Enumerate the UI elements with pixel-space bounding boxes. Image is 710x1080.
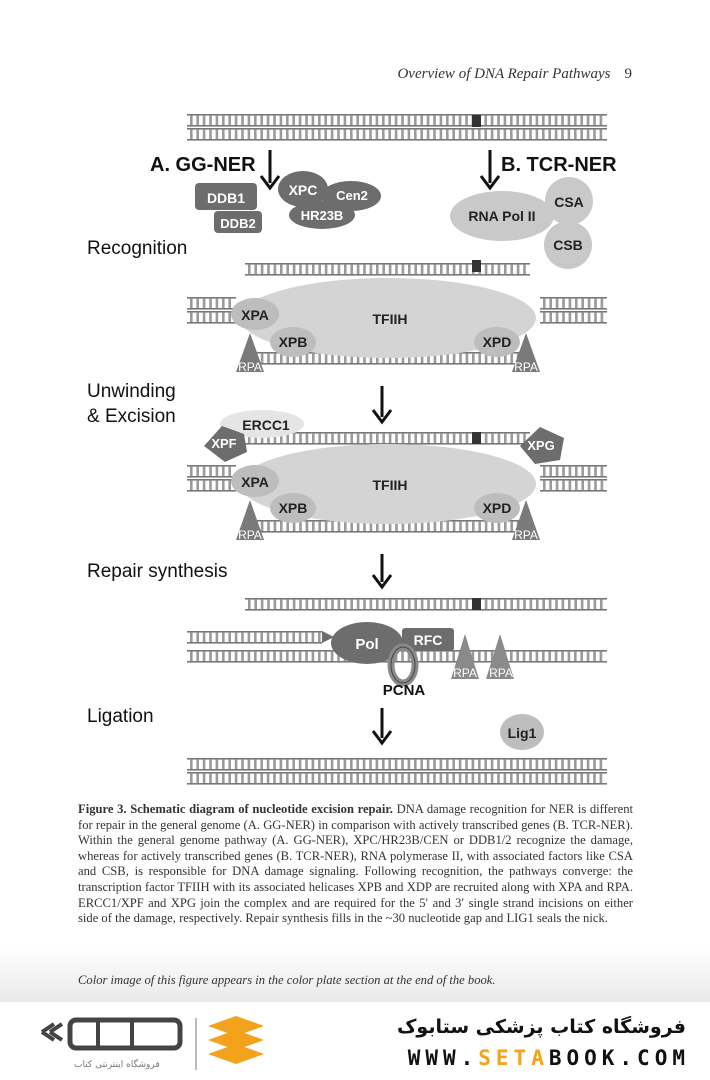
- setabook-logo: [40, 1016, 264, 1070]
- logo-subtitle: فروشگاه اینترنتی کتاب: [74, 1060, 160, 1070]
- ner-diagram: A. GG-NER B. TCR-NER DDB1 DDB2 XPC Cen2 …: [87, 114, 617, 785]
- xpa-label-2: XPA: [241, 474, 269, 490]
- pcna-label: PCNA: [383, 682, 426, 699]
- url-accent: SETA: [478, 1046, 549, 1070]
- dna-4-upper: [245, 598, 607, 611]
- page-fade: [0, 948, 710, 1004]
- xpg-label: XPG: [527, 438, 554, 453]
- damage-marker-2: [472, 260, 481, 272]
- xpd-label-1: XPD: [483, 334, 512, 350]
- page-number: 9: [624, 66, 633, 82]
- tfiih-label-1: TFIIH: [373, 311, 408, 327]
- dna-2-right-top: [540, 297, 607, 310]
- damage-marker-1: [472, 115, 481, 127]
- url-post: BOOK.COM: [548, 1046, 690, 1070]
- rfc-label: RFC: [414, 632, 443, 648]
- footer-banner: فروشگاه اینترنتی کتاب فروشگاه کتاب پزشکی…: [0, 1002, 710, 1080]
- xpa-label-1: XPA: [241, 307, 269, 323]
- pol-label: Pol: [355, 636, 378, 653]
- stage-repair-synthesis: Repair synthesis: [87, 561, 227, 582]
- ercc1-xpf: ERCC1 XPF: [204, 410, 304, 462]
- persian-store-title: فروشگاه کتاب پزشکی ستابوک: [396, 1016, 686, 1038]
- rpa-label-3b: RPA: [489, 666, 513, 680]
- ercc1-label: ERCC1: [242, 417, 290, 433]
- xpf-label: XPF: [211, 436, 236, 451]
- rpa-label-1a: RPA: [238, 360, 262, 374]
- pathway-b-label: B. TCR-NER: [501, 154, 617, 176]
- arrow-gg: [259, 150, 281, 191]
- ddb2-label: DDB2: [220, 216, 255, 231]
- stage-unwinding: Unwinding: [87, 381, 176, 402]
- xpc-complex: XPC Cen2 HR23B: [278, 171, 381, 229]
- xpg: XPG: [520, 427, 564, 464]
- header-title: Overview of DNA Repair Pathways: [397, 66, 611, 82]
- figure-caption: Figure 3. Schematic diagram of nucleotid…: [78, 802, 633, 927]
- caption-text: DNA damage recognition for NER is differ…: [78, 802, 633, 926]
- dna-5-bottom: [187, 772, 607, 785]
- lig1-label: Lig1: [508, 725, 537, 741]
- xpd-label-2: XPD: [483, 500, 512, 516]
- xpb-label-2: XPB: [279, 500, 308, 516]
- xpc-label: XPC: [289, 182, 318, 198]
- dna-2-left-top: [187, 297, 236, 310]
- dna-3-upper: [245, 432, 530, 445]
- arrow-tcr: [479, 150, 501, 191]
- rpa-label-3a: RPA: [453, 666, 477, 680]
- tfiih-complex-2: TFIIH XPA XPB XPD RPA RPA: [231, 444, 540, 542]
- polymerase-complex: Pol RFC PCNA RPA RPA: [331, 622, 514, 699]
- damage-marker-4: [472, 598, 481, 610]
- csa-label: CSA: [554, 194, 584, 210]
- hr23b-label: HR23B: [301, 208, 344, 223]
- stage-recognition: Recognition: [87, 238, 187, 259]
- dna-3-right-top: [540, 465, 607, 478]
- dna-1-top: [187, 114, 607, 127]
- csb-label: CSB: [553, 237, 583, 253]
- dna-2-upper: [245, 263, 530, 276]
- dna-2-left-bottom: [187, 311, 236, 324]
- rpa-label-2a: RPA: [238, 528, 262, 542]
- xpb-label-1: XPB: [279, 334, 308, 350]
- tcr-complex: RNA Pol II CSA CSB: [450, 177, 593, 269]
- rpa-label-1b: RPA: [514, 360, 538, 374]
- lig1: Lig1: [500, 714, 544, 750]
- arrow-2: [371, 386, 393, 425]
- ddb-complex: DDB1 DDB2: [195, 183, 262, 233]
- caption-label: Figure 3. Schematic diagram of nucleotid…: [78, 802, 393, 816]
- dna-2-right-bottom: [540, 311, 607, 324]
- cen2-label: Cen2: [336, 188, 368, 203]
- rpa-label-2b: RPA: [514, 528, 538, 542]
- dna-3-left-top: [187, 465, 236, 478]
- running-header: Overview of DNA Repair Pathways 9: [397, 66, 632, 83]
- new-strand-arrow: [322, 631, 334, 643]
- tfiih-label-2: TFIIH: [373, 477, 408, 493]
- dna-4-new: [187, 631, 322, 644]
- dna-3-left-bottom: [187, 479, 236, 492]
- arrow-4: [371, 708, 393, 746]
- arrow-3: [371, 554, 393, 590]
- color-plate-note: Color image of this figure appears in th…: [78, 973, 496, 987]
- tfiih-complex-1: TFIIH XPA XPB XPD RPA RPA: [231, 278, 540, 374]
- dna-3-right-bottom: [540, 479, 607, 492]
- stage-ligation: Ligation: [87, 706, 154, 727]
- ddb1-label: DDB1: [207, 190, 245, 206]
- damage-marker-3: [472, 432, 481, 444]
- stage-excision: & Excision: [87, 406, 176, 427]
- url-pre: WWW.: [407, 1046, 479, 1070]
- store-url: WWW.SETABOOK.COM: [408, 1046, 690, 1070]
- dna-5-top: [187, 758, 607, 771]
- pathway-a-label: A. GG-NER: [150, 154, 256, 176]
- dna-1-bottom: [187, 128, 607, 141]
- rnapol-label: RNA Pol II: [468, 208, 535, 224]
